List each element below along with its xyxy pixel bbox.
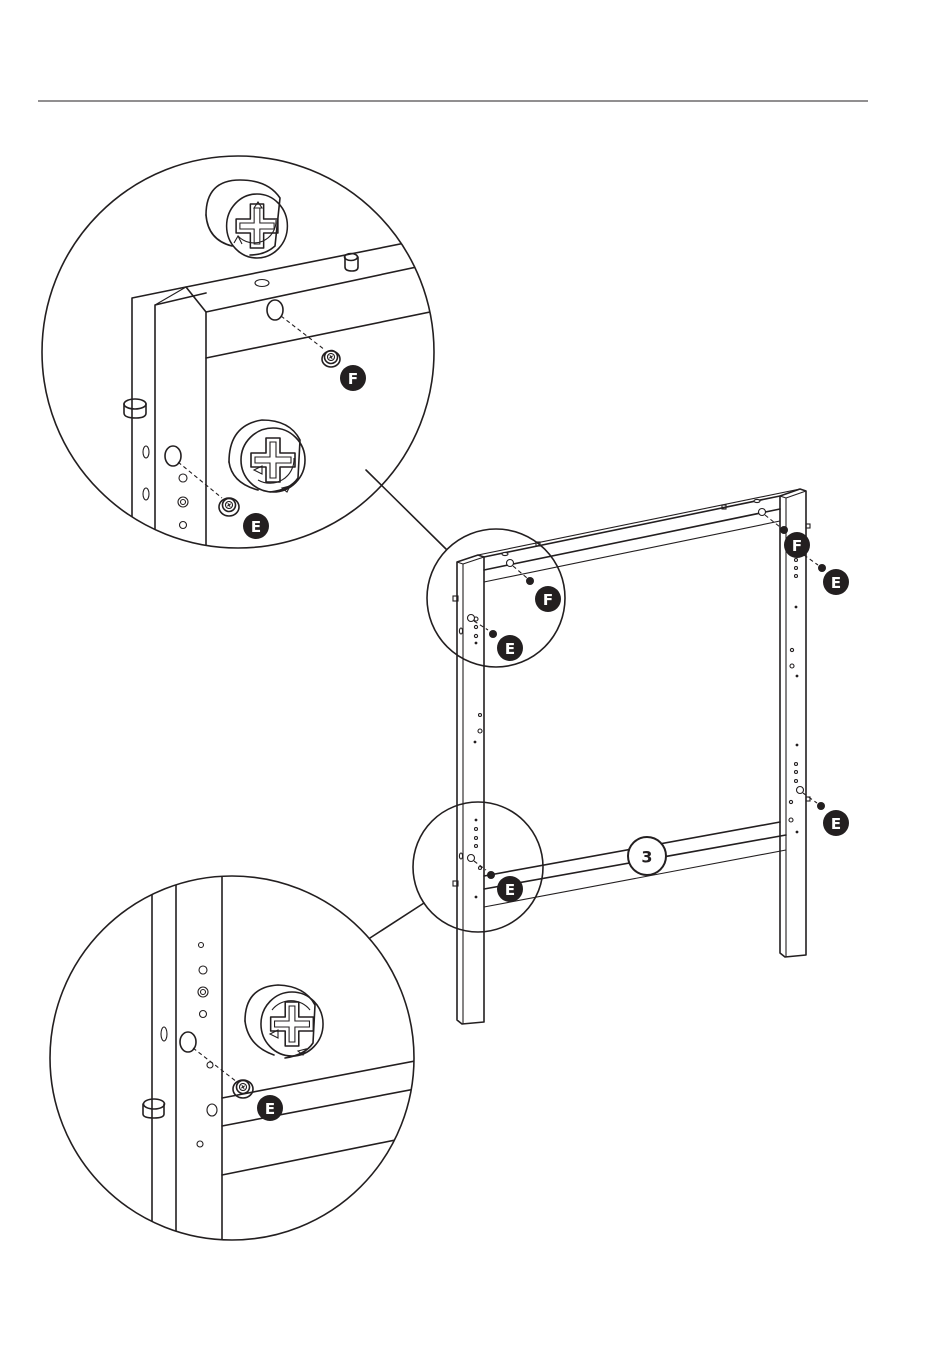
cam-lock-icon [245, 985, 323, 1058]
callout-F-frame-right: F [784, 532, 810, 558]
callout-letter: E [505, 640, 515, 658]
cam-lock-icon [489, 630, 497, 638]
cam-bolt-icon [206, 180, 287, 258]
callout-F-frame-left: F [535, 586, 561, 612]
part-number-3: 3 [628, 837, 666, 875]
cam-lock-icon [487, 871, 495, 879]
cam-lock-icon [229, 420, 305, 492]
zoom-detail-top: F E [42, 156, 440, 560]
cam-lock-icon [817, 802, 825, 810]
leader-line-bottom [370, 903, 424, 938]
callout-letter: E [831, 815, 841, 833]
callout-letter: E [831, 574, 841, 592]
callout-F-zoom-top: F [340, 365, 366, 391]
cam-lock-icon [233, 1078, 253, 1098]
callout-E-frame-left: E [497, 635, 523, 661]
leader-line-top [366, 470, 446, 549]
part-number-label: 3 [641, 848, 652, 867]
callout-E-frame-right-bottom: E [823, 810, 849, 836]
cam-lock-icon [818, 564, 826, 572]
frame-assembly: F E F E E E 3 [453, 489, 849, 1024]
callout-letter: F [348, 370, 358, 388]
cam-bolt-icon [322, 348, 340, 367]
callout-E-zoom-top: E [243, 513, 269, 539]
callout-E-zoom-bottom: E [257, 1095, 283, 1121]
callout-E-frame-lower: E [497, 876, 523, 902]
callout-E-frame-right-top: E [823, 569, 849, 595]
zoom-detail-bottom: E [50, 870, 420, 1250]
right-post [780, 489, 806, 957]
cam-bolt-icon [780, 526, 788, 534]
zoom-indicator-bottom [413, 802, 543, 932]
callout-letter: E [505, 881, 515, 899]
callout-letter: F [543, 591, 553, 609]
cam-bolt-icon [526, 577, 534, 585]
callout-letter: E [251, 518, 261, 536]
callout-letter: F [792, 537, 802, 555]
cam-lock-icon [219, 496, 239, 516]
callout-letter: E [265, 1100, 275, 1118]
